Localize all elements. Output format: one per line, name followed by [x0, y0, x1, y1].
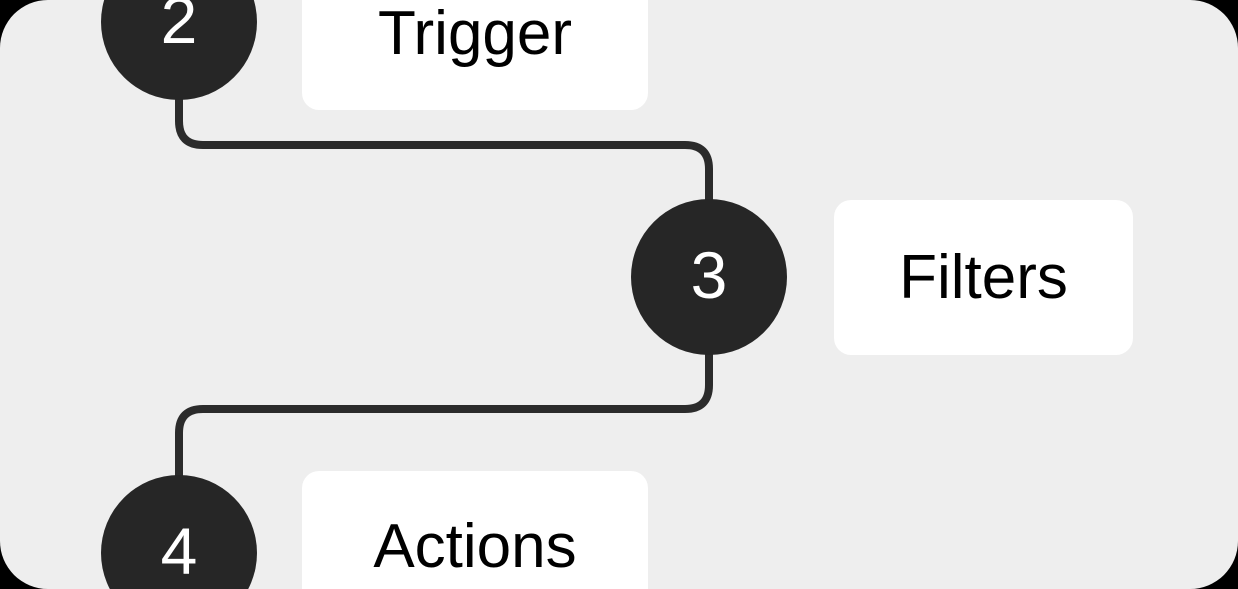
- flow-card-actions[interactable]: Actions: [302, 471, 648, 589]
- flow-node-2-number: 2: [160, 0, 198, 57]
- flow-node-3-number: 3: [690, 238, 728, 312]
- flow-card-actions-label: Actions: [373, 512, 577, 581]
- flow-card-trigger[interactable]: Trigger: [302, 0, 648, 110]
- connector-2-to-3: [175, 60, 713, 236]
- flow-card-filters-label: Filters: [899, 242, 1068, 312]
- flow-node-3[interactable]: 3: [631, 199, 787, 355]
- flow-card-trigger-label: Trigger: [377, 0, 573, 68]
- connector-3-to-4: [175, 318, 713, 494]
- flow-node-2[interactable]: 2: [101, 0, 257, 100]
- flow-node-4-number: 4: [160, 514, 198, 588]
- flow-card-filters[interactable]: Filters: [834, 200, 1133, 355]
- flow-node-4[interactable]: 4: [101, 475, 257, 589]
